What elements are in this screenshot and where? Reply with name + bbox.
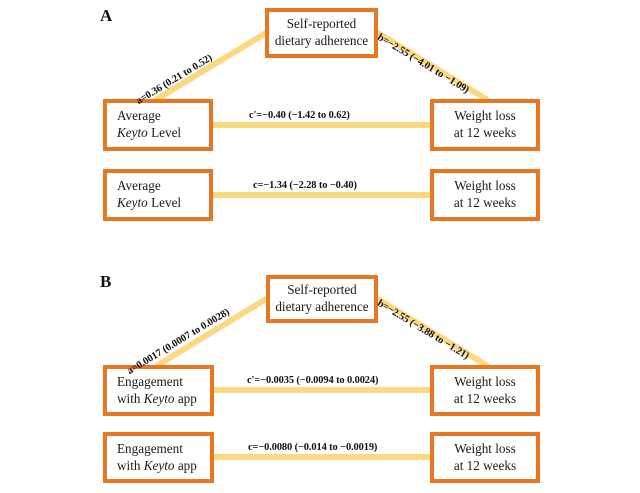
panel-a-mediator-line2: dietary adherence	[274, 33, 369, 48]
panel-a-predictor-line1: Average	[117, 108, 161, 124]
panel-b-predictor-total-post: app	[174, 457, 197, 473]
panel-b-outcome-box: Weight loss at 12 weeks	[430, 365, 540, 416]
panel-a-path-cprime-line	[213, 122, 430, 128]
panel-b-mediator-line1: Self-reported	[287, 282, 357, 298]
panel-a-predictor-brand: Keyto	[117, 125, 148, 140]
panel-b-path-b-label: b=−2.55 (−3.88 to −1.21)	[375, 298, 471, 362]
panel-a-predictor-box-total: Average Keyto Level	[103, 169, 213, 221]
panel-b-predictor-box: Engagement with Keyto app	[103, 365, 214, 416]
panel-a-outcome-box: Weight loss at 12 weeks	[430, 99, 540, 151]
panel-label-a: A	[100, 6, 113, 25]
panel-b-path-cprime-line	[214, 387, 430, 393]
panel-b-outcome-line1: Weight loss	[454, 373, 516, 389]
panel-a-mediator-box: Self-reported dietary adherence	[265, 8, 378, 58]
panel-b-path-cprime-label: c'=−0.0035 (−0.0094 to 0.0024)	[243, 374, 383, 387]
panel-b-path-c-line	[214, 454, 430, 460]
panel-b-predictor-line2: with Keyto app	[117, 391, 197, 408]
panel-a-predictor-line2: Keyto Level	[117, 125, 181, 142]
panel-a-outcome-total-line1: Weight loss	[454, 178, 516, 194]
panel-b-predictor-box-total: Engagement with Keyto app	[103, 432, 214, 483]
panel-b-outcome-total-line2: at 12 weeks	[453, 457, 517, 473]
panel-a-predictor-post: Level	[147, 125, 182, 140]
panel-label-b: B	[100, 272, 112, 291]
panel-b-predictor-brand: Keyto	[143, 390, 175, 406]
panel-a-predictor-total-post: Level	[147, 195, 182, 210]
panel-b-predictor-pre: with	[117, 390, 144, 406]
panel-a-outcome-line1: Weight loss	[454, 108, 516, 124]
panel-b-predictor-total-brand: Keyto	[143, 457, 175, 473]
panel-a-predictor-box: Average Keyto Level	[103, 99, 213, 151]
panel-a-path-c-label: c=−1.34 (−2.28 to −0.40)	[249, 179, 361, 192]
panel-b-predictor-total-line2: with Keyto app	[117, 458, 197, 475]
panel-b-predictor-total-pre: with	[117, 457, 144, 473]
panel-a-predictor-total-line1: Average	[117, 178, 161, 194]
panel-a-outcome-box-total: Weight loss at 12 weeks	[430, 169, 540, 221]
panel-a-mediator-line1: Self-reported	[286, 16, 357, 32]
panel-a-path-c-line	[213, 192, 430, 198]
panel-b-path-c-label: c=−0.0080 (−0.014 to −0.0019)	[244, 441, 382, 454]
panel-b-mediator-box: Self-reported dietary adherence	[266, 275, 378, 323]
panel-a-path-a-line	[154, 30, 269, 102]
panel-b-predictor-line1: Engagement	[117, 373, 183, 389]
panel-b-outcome-line2: at 12 weeks	[453, 390, 517, 406]
panel-b-path-a-line	[155, 296, 269, 368]
panel-b-outcome-box-total: Weight loss at 12 weeks	[430, 432, 540, 483]
panel-b-predictor-total-line1: Engagement	[117, 440, 183, 456]
panel-b-mediator-line2: dietary adherence	[275, 299, 369, 314]
panel-a-path-cprime-label: c'=−0.40 (−1.42 to 0.62)	[245, 109, 354, 122]
panel-a-path-b-label: b=−2.55 (−4.01 to −1.09)	[375, 32, 471, 96]
panel-b-outcome-total-line1: Weight loss	[454, 440, 516, 456]
panel-a-predictor-total-line2: Keyto Level	[117, 195, 181, 212]
panel-a-outcome-line2: at 12 weeks	[453, 125, 517, 140]
panel-a-predictor-total-brand: Keyto	[117, 195, 148, 210]
panel-a-outcome-total-line2: at 12 weeks	[453, 195, 517, 210]
panel-b-predictor-post: app	[174, 390, 197, 406]
